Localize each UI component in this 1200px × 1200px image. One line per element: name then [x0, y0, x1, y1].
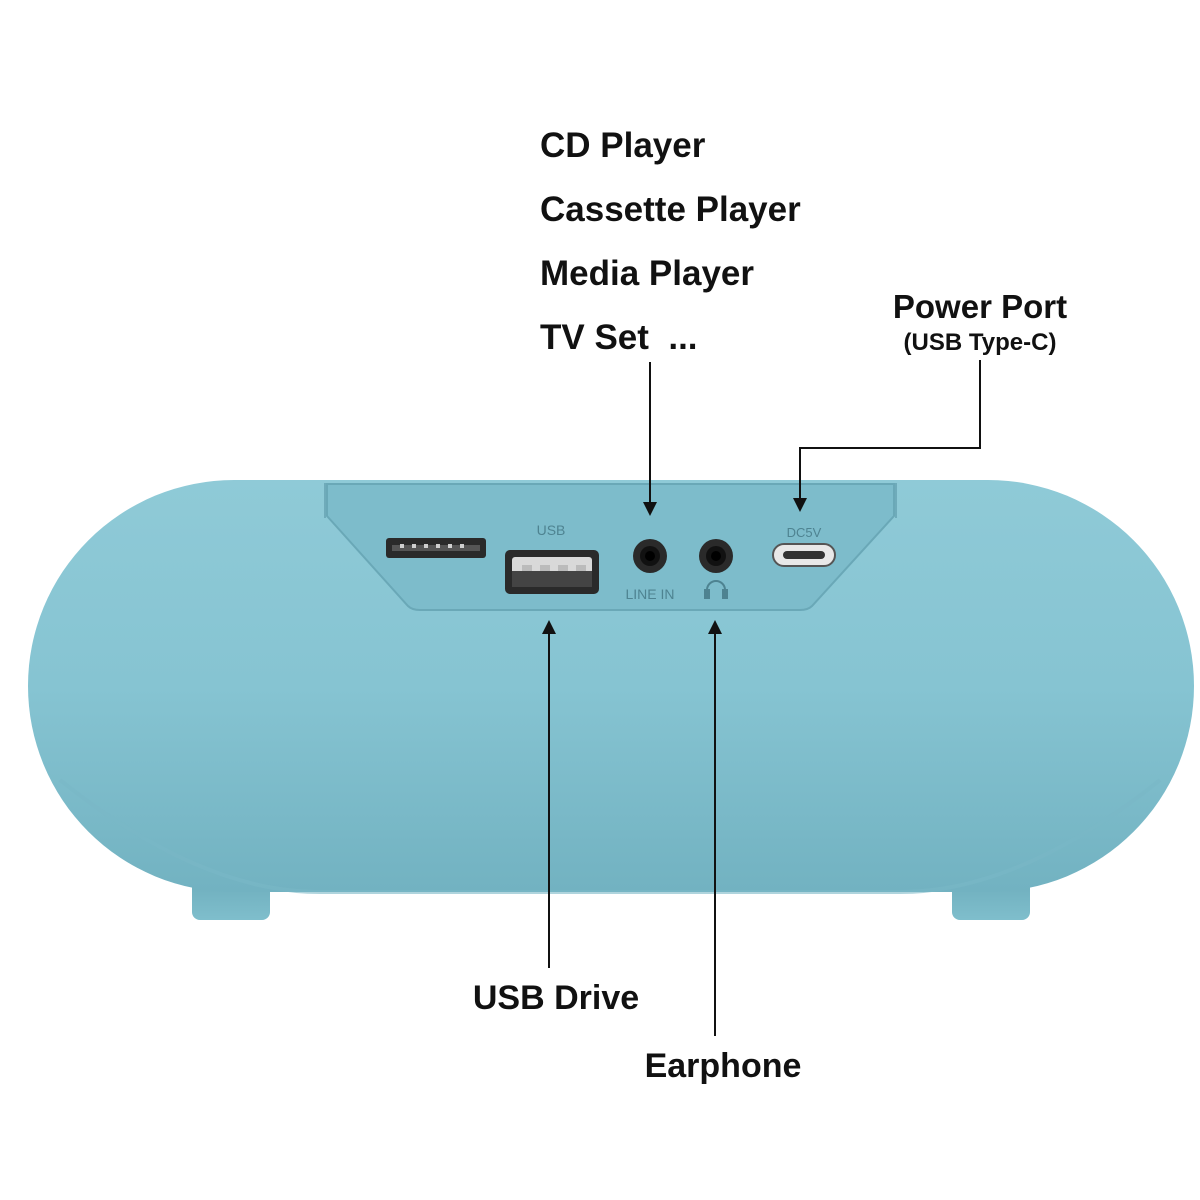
usb-c-port-icon[interactable]: [772, 543, 836, 567]
usb-port-label: USB: [537, 522, 566, 538]
usb-a-port-icon[interactable]: [505, 550, 599, 594]
dc5v-label: DC5V: [787, 525, 822, 540]
headphone-icon: [704, 580, 728, 599]
port-panel: [326, 483, 895, 611]
power-callout-line: [799, 360, 981, 504]
source-cassette-player: Cassette Player: [540, 190, 801, 229]
power-port-subtitle: (USB Type-C): [904, 329, 1057, 356]
speaker-body: [28, 480, 1194, 892]
power-arrowhead: [793, 498, 807, 512]
power-port-title: Power Port: [893, 288, 1067, 325]
speaker-body-shadow: [58, 778, 1162, 894]
earphone-arrowhead: [708, 620, 722, 634]
line-in-arrowhead: [643, 502, 657, 516]
earphone-label: Earphone: [645, 1047, 802, 1085]
source-media-player: Media Player: [540, 254, 754, 293]
tf-card-slot-icon: [386, 538, 486, 558]
source-tv-set: TV Set ...: [540, 318, 698, 357]
source-cd-player: CD Player: [540, 126, 706, 165]
headphone-jack[interactable]: [699, 539, 733, 573]
usb-drive-label: USB Drive: [473, 979, 639, 1017]
audio-jack-icon[interactable]: [633, 539, 667, 573]
line-in-label: LINE IN: [625, 586, 674, 602]
usb-drive-arrowhead: [542, 620, 556, 634]
